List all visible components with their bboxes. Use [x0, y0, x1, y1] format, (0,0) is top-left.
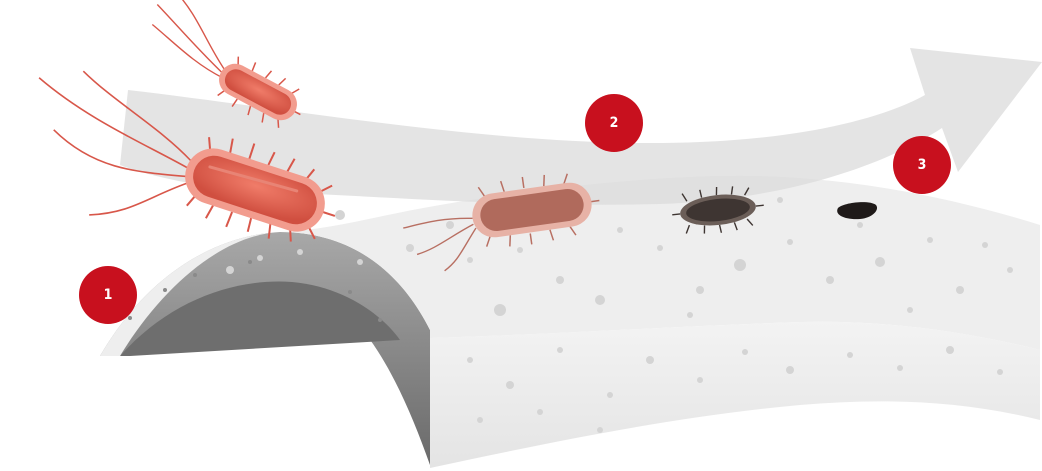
- step-badge-3: 3: [893, 136, 951, 194]
- surface-front-face: [430, 322, 1040, 468]
- step-badge-1: 1: [79, 266, 137, 324]
- step-badge-2: 2: [585, 94, 643, 152]
